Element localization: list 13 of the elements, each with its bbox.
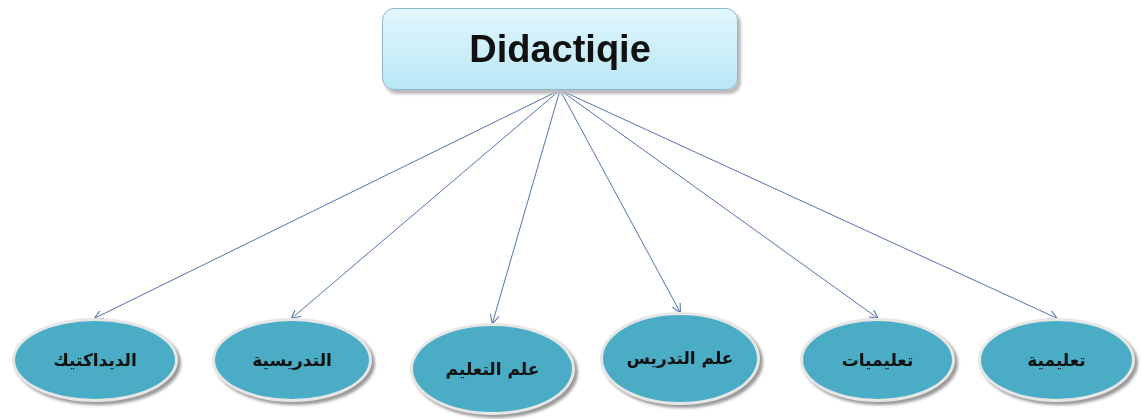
term-ellipse: تعليميات bbox=[800, 318, 955, 402]
arrow bbox=[290, 89, 561, 320]
arrow bbox=[93, 89, 561, 319]
arrow bbox=[559, 89, 1058, 320]
arrow bbox=[489, 89, 561, 325]
term-ellipse: التدريسية bbox=[212, 318, 372, 402]
term-ellipse: تعليمية bbox=[978, 318, 1135, 402]
term-ellipse: علم التدريس bbox=[600, 312, 760, 405]
term-ellipse: علم التعليم bbox=[410, 323, 575, 415]
title-box: Didactiqie bbox=[382, 8, 738, 90]
arrow bbox=[559, 89, 681, 314]
arrow bbox=[559, 89, 879, 320]
term-ellipse: الديداكتيك bbox=[12, 318, 178, 402]
